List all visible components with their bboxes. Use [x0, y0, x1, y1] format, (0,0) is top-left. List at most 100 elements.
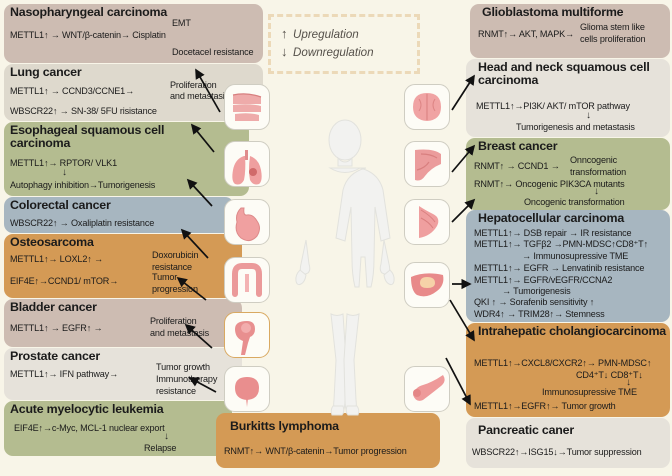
pathway-row: cells proliferation: [580, 34, 646, 44]
pathway-row: WBSCR22↑ → SN-38/ 5FU risistance: [10, 106, 157, 116]
panel-pancreatic-cancer: Pancreatic caner WBSCR22↑→ISG15↓→Tumor s…: [466, 418, 670, 468]
pathway-row: Relapse: [144, 443, 177, 453]
panel-hepatocellular-carcinoma: Hepatocellular carcinoma METTL1↑→ DSB re…: [466, 210, 670, 322]
pathway-row: resistance: [152, 262, 192, 272]
organ-lung: [224, 141, 270, 187]
panel-title: Glioblastoma multiforme: [482, 5, 624, 19]
pathway-row: WDR4↑ → TRIM28↑→ Stemness: [474, 309, 605, 319]
pathway-row: Proliferation: [170, 80, 217, 90]
pathway-row: METTL1↑→ LOXL2↑ →: [10, 254, 103, 264]
panel-acute-myelocytic-leukemia: Acute myelocytic leukemia EIF4E↑→c-Myc, …: [4, 401, 232, 456]
pathway-row: METTL1↑ → CCND3/CCNE1→: [10, 86, 135, 96]
pathway-row: WBSCR22↑→ISG15↓→Tumor suppression: [472, 447, 642, 457]
panel-title: Hepatocellular carcinoma: [478, 211, 625, 225]
down-arrow-icon: ↓: [586, 110, 591, 121]
up-arrow-icon: ↑: [281, 26, 288, 41]
panel-title: Colorectal cancer: [10, 198, 111, 212]
pathway-row: and metastasis: [150, 328, 210, 338]
panel-title: Burkitts lymphoma: [230, 419, 339, 433]
pathway-row: METTL1↑→ EGFR/vEGFR/CCNA2: [474, 275, 613, 285]
pathway-row: Tumorigenesis and metastasis: [516, 122, 635, 132]
legend-box: ↑ Upregulation ↓Downregulation: [268, 14, 420, 74]
panel-burkitts-lymphoma: Burkitts lymphoma RNMT↑→ WNT/β-catenin→T…: [216, 413, 440, 468]
pathway-row: QKI ↑ → Sorafenib sensitivity ↑: [474, 297, 595, 307]
pathway-row: Glioma stem like: [580, 22, 645, 32]
panel-prostate-cancer: Prostate cancer METTL1↑→ IFN pathway→ Tu…: [4, 348, 242, 400]
pathway-row: METTL1↑→PI3K/ AKT/ mTOR pathway: [476, 101, 630, 111]
pathway-row: RNMT↑→ Oncogenic PIK3CA mutants: [474, 179, 625, 189]
pathway-row: Docetacel resistance: [172, 47, 254, 57]
pathway-row: EIF4E↑→c-Myc, MCL-1 nuclear export: [14, 423, 165, 433]
pathway-row: EMT: [172, 18, 191, 28]
pathway-row: RNMT↑→ AKT, MAPK→: [478, 29, 574, 39]
down-arrow-icon: ↓: [281, 44, 288, 59]
pathway-row: Tumor growth: [156, 362, 210, 372]
pathway-row: transformation: [570, 167, 627, 177]
pathway-row: Onncogenic: [570, 155, 618, 165]
organ-colon: [224, 257, 270, 303]
organ-liver: [404, 262, 450, 308]
pathway-row: WBSCR22↑ → Oxaliplatin resistance: [10, 218, 155, 228]
pathway-row: EIF4E↑→CCND1/ mTOR→: [10, 276, 119, 286]
pathway-row: Immunosupressive TME: [542, 387, 637, 397]
panel-glioblastoma-multiforme: Glioblastoma multiforme RNMT↑→ AKT, MAPK…: [470, 4, 670, 58]
pathway-row: METTL1↑→ EGFR → Lenvatinib resistance: [474, 263, 645, 273]
pathway-row: RNMT↑ → CCND1 →: [474, 161, 560, 171]
panel-title: Breast cancer: [478, 139, 558, 153]
pathway-row: resistance: [156, 386, 196, 396]
panel-head-and-neck-squamous-cell-carcinoma: Head and neck squamous cell carcinoma ME…: [466, 59, 670, 137]
panel-title: Osteosarcoma: [10, 235, 94, 249]
pathway-row: → Immunosupressive TME: [522, 251, 629, 261]
pathway-row: METTL1↑ → WNT/β-catenin→ Cisplatin: [10, 30, 166, 40]
pathway-row: METTL1↑→ RPTOR/ VLK1: [10, 158, 117, 168]
legend-up-label: Upregulation: [293, 28, 359, 41]
panel-esophageal-squamous-cell-carcinoma: Esophageal squamous cell carcinoma METTL…: [4, 122, 249, 196]
pathway-row: METTL1↑ → EGFR↑ →: [10, 323, 103, 333]
human-body-silhouette: [286, 118, 404, 418]
pathway-row: → Tumorigenesis: [502, 286, 571, 296]
pathway-row: Immunotherapy: [156, 374, 218, 384]
organ-bladder: [224, 366, 270, 412]
down-arrow-icon: ↓: [62, 167, 67, 178]
pathway-row: METTL1↑→EGFR↑→ Tumor growth: [474, 401, 616, 411]
legend-downregulation: ↓Downregulation: [281, 43, 417, 61]
pathway-row: METTL1↑→ IFN pathway→: [10, 369, 119, 379]
panel-title: Pancreatic caner: [478, 423, 574, 437]
pathway-row: RNMT↑→ WNT/β-catenin→Tumor progression: [224, 446, 407, 456]
organ-stomach: [224, 199, 270, 245]
organ-throat: [404, 141, 450, 187]
pathway-row: CD4⁺T↓ CD8⁺T↓: [576, 370, 643, 380]
panel-nasopharyngeal-carcinoma: Nasopharyngeal carcinoma METTL1↑ → WNT/β…: [4, 4, 263, 63]
panel-title: Lung cancer: [10, 65, 82, 79]
panel-title: Acute myelocytic leukemia: [10, 402, 164, 416]
legend-upregulation: ↑ Upregulation: [281, 25, 417, 43]
down-arrow-icon: ↓: [164, 431, 169, 442]
panel-title: Bladder cancer: [10, 300, 97, 314]
pathway-row: METTL1↑→ TGFβ2 →PMN-MDSC↑CD8⁺T↑: [474, 239, 648, 249]
panel-title: Head and neck squamous cell carcinoma: [478, 60, 650, 88]
pathway-row: Doxorubicin: [152, 250, 199, 260]
pathway-row: Tumor: [152, 272, 178, 282]
down-arrow-icon: ↓: [626, 377, 631, 388]
panel-breast-cancer: Breast cancer RNMT↑ → CCND1 → Onncogenic…: [466, 138, 670, 210]
pathway-row: Proliferation: [150, 316, 197, 326]
pathway-row: and metastasis: [170, 91, 230, 101]
panel-title: Intrahepatic cholangiocarcinoma: [478, 324, 666, 338]
panel-colorectal-cancer: Colorectal cancer WBSCR22↑ → Oxaliplatin…: [4, 197, 234, 233]
pathway-row: progression: [152, 284, 198, 294]
panel-osteosarcoma: Osteosarcoma METTL1↑→ LOXL2↑ → Doxorubic…: [4, 234, 242, 298]
panel-title: Nasopharyngeal carcinoma: [10, 5, 168, 19]
panel-title: Prostate cancer: [10, 349, 100, 363]
pathway-row: METTL1↑→CXCL8/CXCR2↑→ PMN-MDSC↑: [474, 358, 652, 368]
panel-title: Esophageal squamous cell carcinoma: [10, 123, 165, 151]
organ-breast: [404, 199, 450, 245]
down-arrow-icon: ↓: [594, 186, 599, 197]
pathway-row: Autophagy inhibition→Tumorigenesis: [10, 180, 156, 190]
organ-pancreas: [404, 366, 450, 412]
organ-brain: [404, 84, 450, 130]
organ-bone: [224, 312, 270, 358]
organ-nasopharynx: [224, 84, 270, 130]
pathway-row: Oncogenic transformation: [524, 197, 625, 207]
